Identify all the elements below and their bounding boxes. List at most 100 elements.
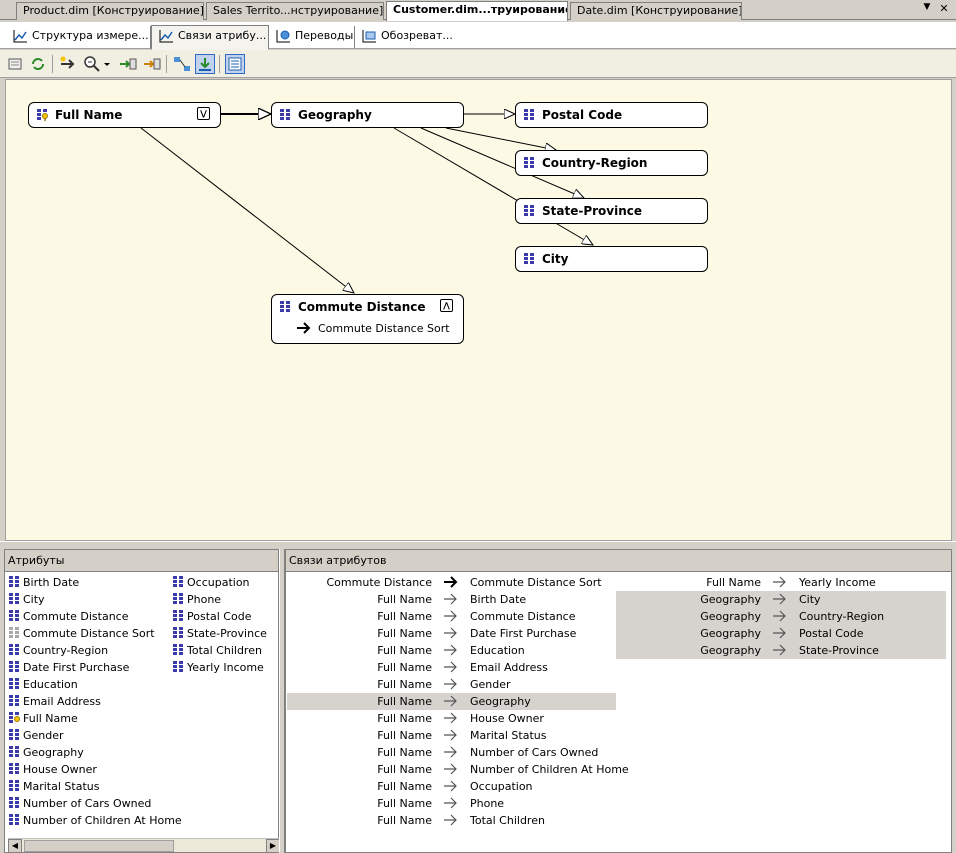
attribute-item[interactable]: State-Province bbox=[172, 625, 267, 642]
link-fullname-commute[interactable] bbox=[140, 127, 354, 293]
tab-dropdown-icon[interactable]: ▼ bbox=[923, 2, 931, 12]
link-geography-state[interactable] bbox=[420, 127, 584, 198]
link-geography-city[interactable] bbox=[393, 127, 593, 245]
node-commute-distance[interactable]: Commute Distance ⋀ Commute Distance Sort bbox=[271, 294, 464, 344]
attribute-item[interactable]: Birth Date bbox=[8, 574, 79, 591]
attribute-icon bbox=[9, 678, 19, 689]
attribute-item[interactable]: Commute Distance bbox=[8, 608, 129, 625]
flexible-arrow-icon bbox=[444, 661, 457, 673]
attribute-item[interactable]: Email Address bbox=[8, 693, 101, 710]
tab-attribute-relationships[interactable]: Связи атрибу... bbox=[151, 25, 269, 50]
doc-tab-customer[interactable]: Customer.dim...труирование]* bbox=[386, 1, 568, 21]
attribute-item[interactable]: Full Name bbox=[8, 710, 78, 727]
attribute-icon bbox=[524, 205, 534, 216]
translations-icon bbox=[276, 30, 290, 43]
attribute-item[interactable]: Phone bbox=[172, 591, 221, 608]
scroll-left-button[interactable]: ◀ bbox=[8, 839, 22, 853]
node-sub-item[interactable]: Commute Distance Sort bbox=[318, 322, 450, 335]
flexible-arrow-icon bbox=[773, 576, 786, 588]
refresh-icon[interactable] bbox=[28, 54, 48, 74]
relationship-target: Number of Children At Home bbox=[470, 763, 629, 776]
doc-tab-sales-territory[interactable]: Sales Territo...нструирование] bbox=[206, 2, 384, 20]
zoom-dropdown-icon[interactable] bbox=[102, 54, 112, 74]
tab-browser[interactable]: Обозреват... bbox=[355, 26, 455, 48]
attribute-item[interactable]: Education bbox=[8, 676, 78, 693]
relationship-source: Geography bbox=[700, 644, 761, 657]
attribute-item[interactable]: Geography bbox=[8, 744, 84, 761]
tab-translations[interactable]: Переводы bbox=[269, 26, 355, 48]
relationship-source: Commute Distance bbox=[326, 576, 433, 589]
link-geography-country[interactable] bbox=[445, 127, 556, 150]
expand-all-icon[interactable] bbox=[118, 54, 138, 74]
attribute-item[interactable]: City bbox=[8, 591, 45, 608]
zoom-icon[interactable] bbox=[82, 54, 102, 74]
attribute-item[interactable]: House Owner bbox=[8, 761, 97, 778]
relationship-source: Geography bbox=[700, 627, 761, 640]
attribute-item[interactable]: Yearly Income bbox=[172, 659, 264, 676]
attribute-item[interactable]: Gender bbox=[8, 727, 64, 744]
attribute-item[interactable]: Number of Cars Owned bbox=[8, 795, 151, 812]
flexible-arrow-icon bbox=[444, 763, 457, 775]
attribute-label: Date First Purchase bbox=[23, 661, 130, 674]
attribute-icon bbox=[524, 157, 534, 168]
attribute-item[interactable]: Number of Children At Home bbox=[8, 812, 182, 829]
toolbar-separator bbox=[166, 55, 167, 73]
process-icon[interactable] bbox=[6, 54, 26, 74]
vertical-splitter[interactable] bbox=[279, 549, 285, 853]
node-city[interactable]: City bbox=[515, 246, 708, 272]
relationship-diagram[interactable]: Full Name ⋁ Geography Postal Code Countr… bbox=[5, 79, 952, 541]
node-full-name[interactable]: Full Name ⋁ bbox=[28, 102, 221, 128]
scroll-thumb[interactable] bbox=[24, 840, 174, 852]
flexible-arrow-icon bbox=[444, 746, 457, 758]
node-state-province[interactable]: State-Province bbox=[515, 198, 708, 224]
horizontal-scrollbar[interactable]: ◀ ▶ bbox=[8, 838, 280, 853]
attribute-item[interactable]: Occupation bbox=[172, 574, 250, 591]
attribute-item[interactable]: Postal Code bbox=[172, 608, 251, 625]
attribute-item[interactable]: Total Children bbox=[172, 642, 262, 659]
new-relationship-icon[interactable] bbox=[58, 54, 78, 74]
horizontal-splitter[interactable] bbox=[0, 541, 956, 549]
relationship-target: Email Address bbox=[470, 661, 548, 674]
collapse-button[interactable]: ⋀ bbox=[440, 299, 453, 312]
attribute-item[interactable]: Commute Distance Sort bbox=[8, 625, 155, 642]
layout-toggle-button[interactable] bbox=[195, 54, 215, 74]
attribute-item[interactable]: Marital Status bbox=[8, 778, 99, 795]
arrange-icon[interactable] bbox=[172, 54, 192, 74]
close-icon[interactable]: ✕ bbox=[939, 2, 949, 15]
expand-button[interactable]: ⋁ bbox=[197, 107, 210, 120]
attribute-item[interactable]: Country-Region bbox=[8, 642, 108, 659]
attribute-item[interactable]: Date First Purchase bbox=[8, 659, 129, 676]
flexible-arrow-icon bbox=[444, 695, 457, 707]
tab-dimension-structure[interactable]: Структура измере... bbox=[6, 26, 151, 48]
node-country-region[interactable]: Country-Region bbox=[515, 150, 708, 176]
relationship-target: Gender bbox=[470, 678, 511, 691]
node-geography[interactable]: Geography bbox=[271, 102, 464, 128]
node-postal-code[interactable]: Postal Code bbox=[515, 102, 708, 128]
collapse-all-icon[interactable] bbox=[142, 54, 162, 74]
relationship-source: Full Name bbox=[377, 610, 432, 623]
show-list-views-button[interactable] bbox=[225, 54, 245, 74]
doc-tab-date[interactable]: Date.dim [Конструирование] bbox=[570, 2, 742, 20]
scroll-right-button[interactable]: ▶ bbox=[266, 839, 280, 853]
doc-tab-product[interactable]: Product.dim [Конструирование] bbox=[16, 2, 204, 20]
